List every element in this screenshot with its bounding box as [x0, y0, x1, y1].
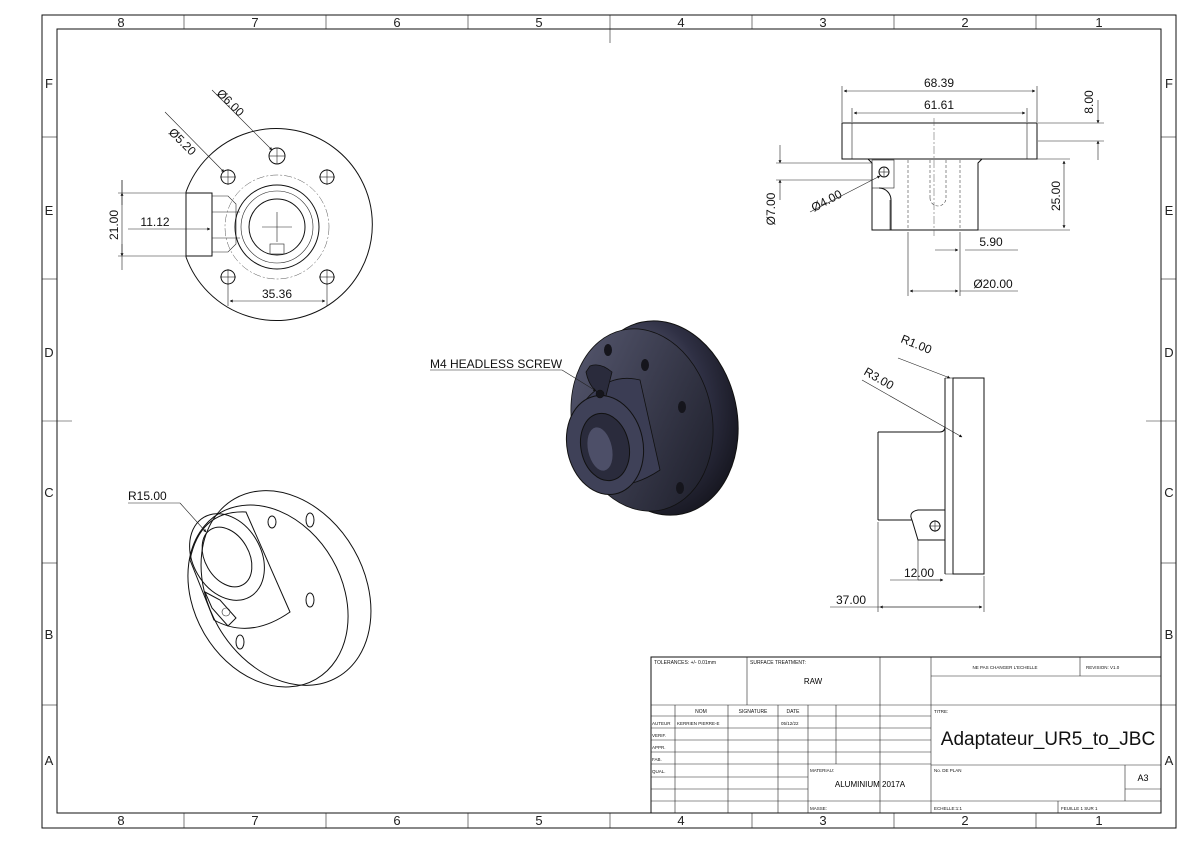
zone-row-label: E: [1165, 203, 1174, 218]
tb-row-label: AUTEUR: [652, 721, 671, 726]
tb-plan-label: No. DE PLAN: [934, 768, 962, 773]
dim-61-61: 61.61: [924, 98, 954, 112]
zone-labels-right: F E D C B A: [1164, 76, 1173, 768]
tb-header-nom: NOM: [695, 709, 707, 715]
tb-row-label: VERIF.: [652, 733, 666, 738]
zone-col-label: 4: [677, 15, 684, 30]
zone-col-label: 3: [819, 15, 826, 30]
tb-author-name: KERRIEN PIERRE-E: [677, 721, 720, 726]
zone-col-label: 6: [393, 813, 400, 828]
zone-row-label: E: [45, 203, 54, 218]
shaded-iso-view: [430, 320, 739, 516]
zone-ticks: [42, 15, 1176, 828]
dim-25-00: 25.00: [1049, 181, 1063, 211]
side-view: [830, 357, 985, 612]
zone-row-label: B: [45, 627, 54, 642]
tb-row-label: QUAL.: [652, 769, 666, 774]
zone-col-label: 1: [1095, 813, 1102, 828]
zone-row-label: C: [1164, 485, 1173, 500]
zone-col-label: 7: [251, 15, 258, 30]
zone-col-label: 2: [961, 15, 968, 30]
zone-row-label: D: [44, 345, 53, 360]
dim-d6-00: Ø6.00: [214, 86, 247, 119]
tb-mass-label: MASSE:: [810, 806, 827, 811]
tb-scale: ECHELLE:1:1: [934, 806, 963, 811]
tb-sheet: FEUILLE 1 SUR 1: [1061, 806, 1098, 811]
zone-labels-top: 8 7 6 5 4 3 2 1: [117, 15, 1102, 30]
zone-row-label: B: [1165, 627, 1174, 642]
zone-col-label: 2: [961, 813, 968, 828]
outer-border: [41, 14, 1177, 829]
front-view: [118, 89, 373, 321]
iso-line-view: [128, 490, 372, 688]
tb-format: A3: [1137, 773, 1148, 783]
zone-col-label: 4: [677, 813, 684, 828]
zone-col-label: 8: [117, 813, 124, 828]
dim-r15-00: R15.00: [128, 489, 167, 503]
dim-37-00: 37.00: [836, 593, 866, 607]
tb-revision: REVISION: V1.0: [1086, 665, 1120, 670]
dim-r1-00: R1.00: [899, 332, 934, 357]
dim-12-00: 12.00: [904, 566, 934, 580]
dim-d4-00: Ø4.00: [809, 187, 845, 215]
zone-col-label: 3: [819, 813, 826, 828]
zone-row-label: D: [1164, 345, 1173, 360]
dim-r3-00: R3.00: [862, 364, 897, 392]
tb-header-signature: SIGNATURE: [739, 709, 768, 715]
zone-col-label: 5: [535, 15, 542, 30]
tb-title-label: TITRE:: [934, 709, 948, 714]
tb-surface-label: SURFACE TREATMENT:: [750, 660, 806, 666]
dim-8-00: 8.00: [1082, 90, 1096, 114]
zone-row-label: F: [1165, 76, 1173, 91]
dim-68-39: 68.39: [924, 76, 954, 90]
dim-d7-00: Ø7.00: [764, 192, 778, 225]
tb-row-label: FAB.: [652, 757, 662, 762]
zone-row-label: A: [1165, 753, 1174, 768]
tb-row-label: APPR.: [652, 745, 666, 750]
dim-21-00: 21.00: [107, 210, 121, 240]
tb-header-date: DATE: [787, 709, 801, 715]
zone-row-label: C: [44, 485, 53, 500]
zone-row-label: A: [45, 753, 54, 768]
tb-material-value: ALUMINIUM 2017A: [835, 780, 906, 789]
tb-no-scale: NE PAS CHANGER L'ECHELLE: [972, 665, 1037, 670]
tb-surface-value: RAW: [804, 677, 823, 686]
zone-labels-left: F E D C B A: [44, 76, 53, 768]
zone-row-label: F: [45, 76, 53, 91]
zone-col-label: 8: [117, 15, 124, 30]
zone-labels-bottom: 8 7 6 5 4 3 2 1: [117, 813, 1102, 828]
dim-d20-00: Ø20.00: [973, 277, 1013, 291]
dim-11-12: 11.12: [140, 215, 169, 229]
zone-col-label: 6: [393, 15, 400, 30]
dim-5-90: 5.90: [979, 235, 1003, 249]
tb-title: Adaptateur_UR5_to_JBC: [941, 729, 1155, 750]
top-view: [776, 86, 1104, 296]
tb-material-label: MATERIAU:: [810, 768, 834, 773]
tb-tolerances: TOLERANCES: +/- 0.01mm: [654, 660, 716, 666]
zone-col-label: 5: [535, 813, 542, 828]
title-block: [650, 656, 1162, 814]
tb-date: 05/12/22: [781, 721, 799, 726]
dim-35-36: 35.36: [262, 287, 292, 301]
zone-col-label: 7: [251, 813, 258, 828]
zone-col-label: 1: [1095, 15, 1102, 30]
callout-screw: M4 HEADLESS SCREW: [430, 357, 563, 371]
